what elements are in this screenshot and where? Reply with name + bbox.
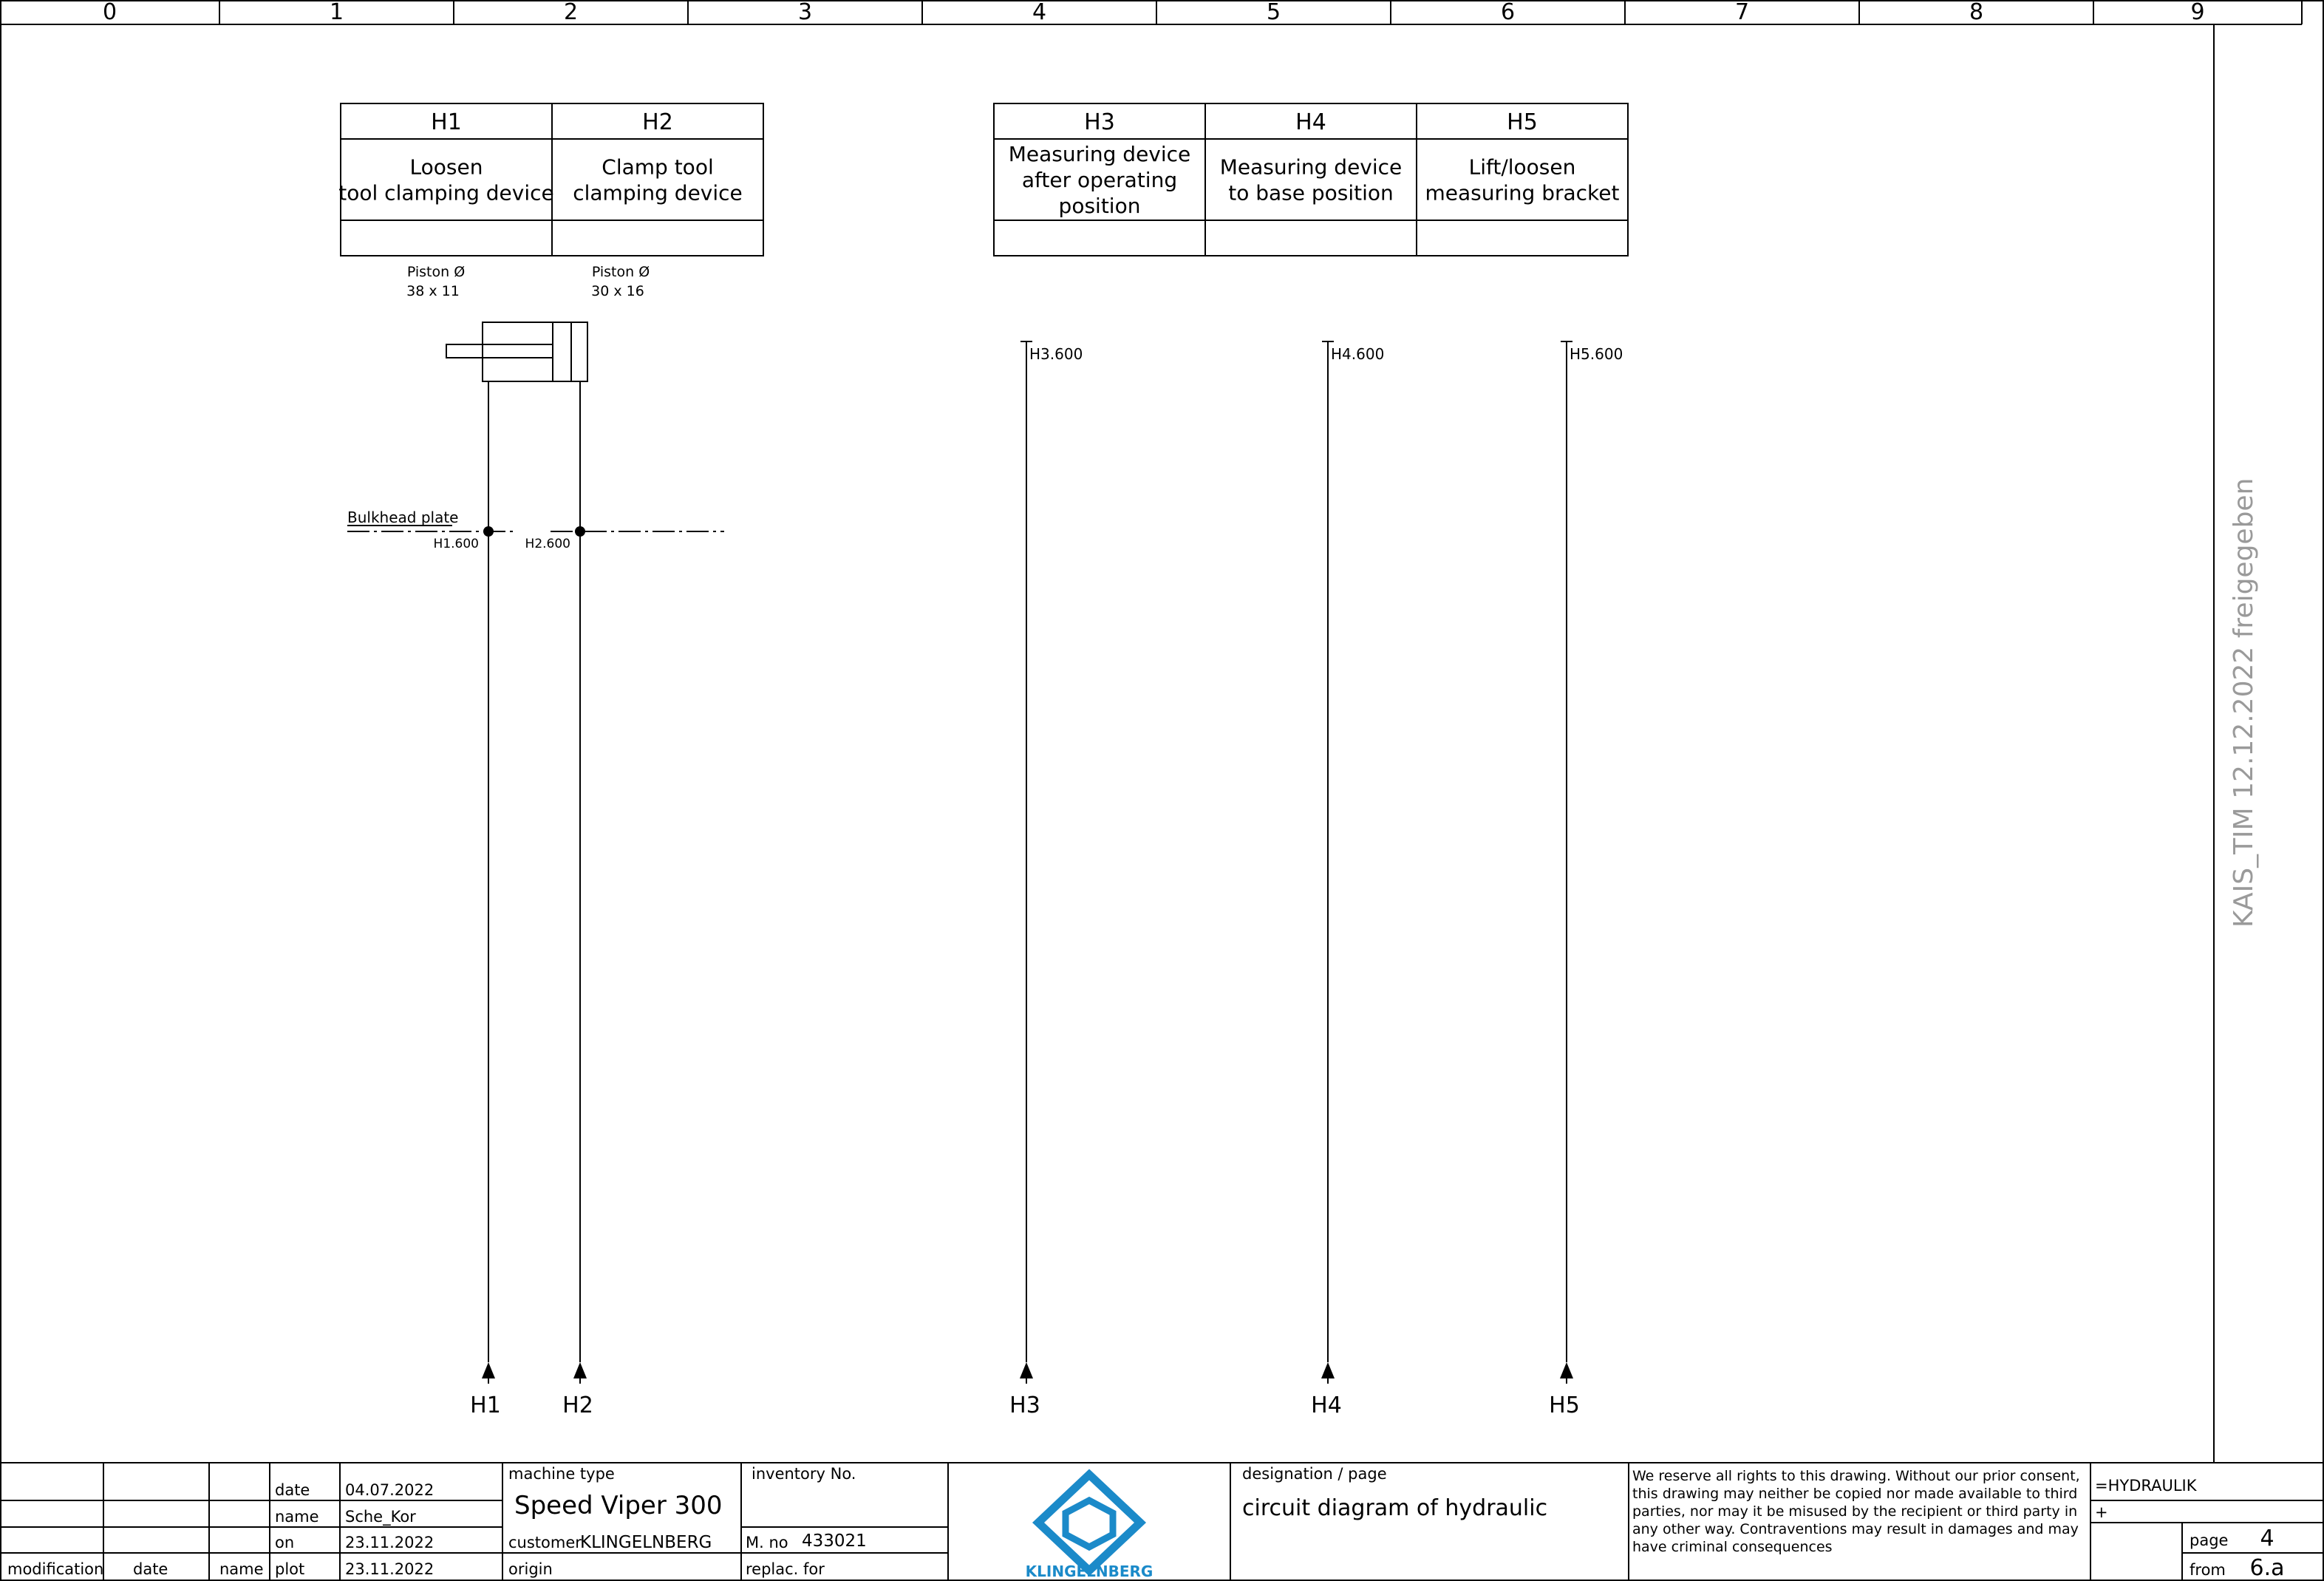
ruler-label-8: 8 bbox=[1969, 0, 1983, 25]
tb-from: 6.a bbox=[2249, 1555, 2284, 1581]
ruler-label-7: 7 bbox=[1735, 0, 1749, 25]
connector-h4: H4 bbox=[1311, 1393, 1342, 1418]
ruler-label-0: 0 bbox=[103, 0, 117, 25]
table-desc-h3-line3: position bbox=[1059, 194, 1141, 218]
ruler-label-4: 4 bbox=[1032, 0, 1046, 25]
tb-on-value: 23.11.2022 bbox=[345, 1534, 434, 1551]
connector-h1: H1 bbox=[470, 1393, 501, 1418]
tb-inventory-label: inventory No. bbox=[752, 1465, 856, 1483]
tb-replac-label: replac. for bbox=[746, 1560, 825, 1578]
table-right bbox=[993, 103, 1629, 256]
connector-arrows bbox=[482, 1362, 1573, 1378]
tb-date-label: date bbox=[275, 1481, 310, 1499]
bulkhead-ref-h2: H2.600 bbox=[525, 537, 570, 551]
tb-footer-date-label: date bbox=[133, 1560, 168, 1578]
bulkhead-node-h1 bbox=[483, 526, 494, 537]
column-ruler: 0 1 2 3 4 5 6 7 8 9 bbox=[0, 0, 2324, 1463]
piston-1-line1: Piston Ø bbox=[407, 264, 465, 280]
tb-customer-label: customer bbox=[508, 1534, 582, 1551]
line-ref-h5: H5.600 bbox=[1570, 345, 1623, 363]
tb-designation: circuit diagram of hydraulic bbox=[1242, 1495, 1547, 1521]
tb-legal-2: this drawing may neither be copied nor m… bbox=[1632, 1486, 2077, 1502]
connector-h3: H3 bbox=[1009, 1393, 1040, 1418]
tb-on-label: on bbox=[275, 1534, 294, 1551]
tb-plot-label: plot bbox=[275, 1560, 304, 1578]
piston-2-line2: 30 x 16 bbox=[591, 283, 644, 299]
ruler-label-6: 6 bbox=[1501, 0, 1515, 25]
line-ref-h4: H4.600 bbox=[1331, 345, 1384, 363]
bulkhead-label: Bulkhead plate bbox=[347, 509, 458, 526]
tb-legal-4: any other way. Contraventions may result… bbox=[1632, 1521, 2079, 1537]
bulkhead-ref-h1: H1.600 bbox=[434, 537, 479, 551]
tb-machine-type: Speed Viper 300 bbox=[514, 1491, 723, 1520]
tb-page-label: page bbox=[2190, 1531, 2228, 1549]
ruler-label-5: 5 bbox=[1267, 0, 1281, 25]
tb-modification-label: modification bbox=[7, 1560, 103, 1578]
tb-customer: KLINGELNBERG bbox=[580, 1533, 712, 1552]
tb-footer-name-label: name bbox=[219, 1560, 264, 1578]
table-desc-h5-line2: measuring bracket bbox=[1425, 181, 1620, 205]
tb-machine-type-label: machine type bbox=[508, 1465, 615, 1483]
title-block bbox=[0, 1462, 2324, 1581]
logo-text: KLINGELNBERG bbox=[1026, 1563, 1154, 1580]
tb-location: + bbox=[2095, 1503, 2108, 1521]
tb-designation-label: designation / page bbox=[1242, 1465, 1387, 1483]
tb-plot-value: 23.11.2022 bbox=[345, 1560, 434, 1578]
table-head-h3: H3 bbox=[1084, 109, 1115, 135]
piston-2-line1: Piston Ø bbox=[592, 264, 650, 280]
table-desc-h1-line2: tool clamping device bbox=[338, 181, 553, 205]
piston-1-line2: 38 x 11 bbox=[406, 283, 460, 299]
table-head-h2: H2 bbox=[642, 109, 673, 135]
table-desc-h4-line1: Measuring device bbox=[1220, 155, 1403, 180]
table-desc-h3-line2: after operating bbox=[1022, 168, 1177, 192]
ruler-label-9: 9 bbox=[2190, 0, 2204, 25]
hydraulic-lines bbox=[488, 341, 1572, 1362]
tb-name-label: name bbox=[275, 1508, 319, 1526]
klingelnberg-logo: KLINGELNBERG bbox=[1026, 1469, 1154, 1580]
connector-h2: H2 bbox=[562, 1393, 593, 1418]
table-head-h5: H5 bbox=[1507, 109, 1538, 135]
tb-mno: 433021 bbox=[802, 1531, 867, 1551]
tb-mno-label: M. no bbox=[746, 1534, 788, 1551]
connector-h5: H5 bbox=[1549, 1393, 1580, 1418]
cylinder-symbol bbox=[446, 322, 588, 382]
line-ref-h3: H3.600 bbox=[1029, 345, 1083, 363]
table-desc-h4-line2: to base position bbox=[1228, 181, 1394, 205]
tb-from-label: from bbox=[2190, 1561, 2226, 1579]
ruler-label-1: 1 bbox=[330, 0, 344, 25]
tb-page: 4 bbox=[2260, 1526, 2274, 1551]
table-head-h1: H1 bbox=[431, 109, 462, 135]
tb-origin-label: origin bbox=[508, 1560, 553, 1578]
bulkhead-node-h2 bbox=[575, 526, 585, 537]
table-desc-h2-line1: Clamp tool bbox=[602, 155, 713, 180]
ruler-label-3: 3 bbox=[798, 0, 812, 25]
table-left bbox=[340, 103, 764, 256]
tb-function: =HYDRAULIK bbox=[2095, 1477, 2198, 1495]
table-desc-h5-line1: Lift/loosen bbox=[1469, 155, 1576, 180]
tb-date-value: 04.07.2022 bbox=[345, 1481, 434, 1499]
table-head-h4: H4 bbox=[1295, 109, 1326, 135]
tb-legal-1: We reserve all rights to this drawing. W… bbox=[1632, 1468, 2080, 1484]
tb-legal-5: have criminal consequences bbox=[1632, 1539, 1833, 1555]
release-watermark: KAIS_TIM 12.12.2022 freigegeben bbox=[2229, 478, 2259, 928]
table-desc-h3-line1: Measuring device bbox=[1009, 142, 1191, 166]
tb-name-value: Sche_Kor bbox=[345, 1508, 416, 1526]
table-desc-h2-line2: clamping device bbox=[573, 181, 743, 205]
ruler-label-2: 2 bbox=[564, 0, 578, 25]
tb-legal-3: parties, nor may it be misused by the re… bbox=[1632, 1503, 2077, 1520]
table-desc-h1-line1: Loosen bbox=[410, 155, 483, 180]
